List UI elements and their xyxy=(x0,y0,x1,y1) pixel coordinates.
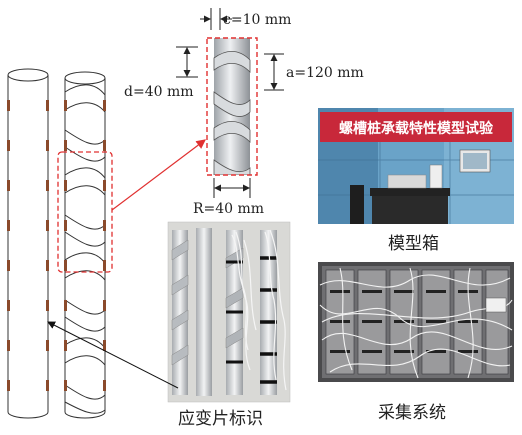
gauge-arrow xyxy=(47,321,179,389)
label-c: c=10 mm xyxy=(223,12,291,28)
zoom-detail xyxy=(206,37,258,176)
label-a: a=120 mm xyxy=(286,65,364,81)
dimension-a: a=120 mm xyxy=(264,53,364,91)
highlight-region xyxy=(57,151,113,273)
caption-acquisition: 采集系统 xyxy=(378,403,446,423)
caption-model-box: 模型箱 xyxy=(388,234,439,254)
photo-strain-gauge-piles xyxy=(167,221,291,403)
photo-banner-text: 螺槽桩承载特性模型试验 xyxy=(339,120,494,137)
dimension-c: c=10 mm xyxy=(200,8,291,30)
label-R: R=40 mm xyxy=(193,201,264,217)
dimension-R: R=40 mm xyxy=(193,178,264,217)
photo-model-box: 螺槽桩承载特性模型试验 xyxy=(318,108,514,224)
strain-gauges-middle xyxy=(64,100,106,391)
strain-gauges-left xyxy=(7,100,49,391)
label-d: d=40 mm xyxy=(124,84,194,100)
groove-pile-drawing xyxy=(57,71,113,419)
photo-acquisition-system xyxy=(318,262,514,382)
zoom-frame xyxy=(206,37,258,176)
caption-strain-gauge: 应变片标识 xyxy=(178,409,263,429)
plain-pile-drawing xyxy=(7,68,49,419)
photo-banner-strip xyxy=(320,112,512,142)
zoom-arrow xyxy=(111,139,206,211)
dimension-d: d=40 mm xyxy=(124,46,198,100)
